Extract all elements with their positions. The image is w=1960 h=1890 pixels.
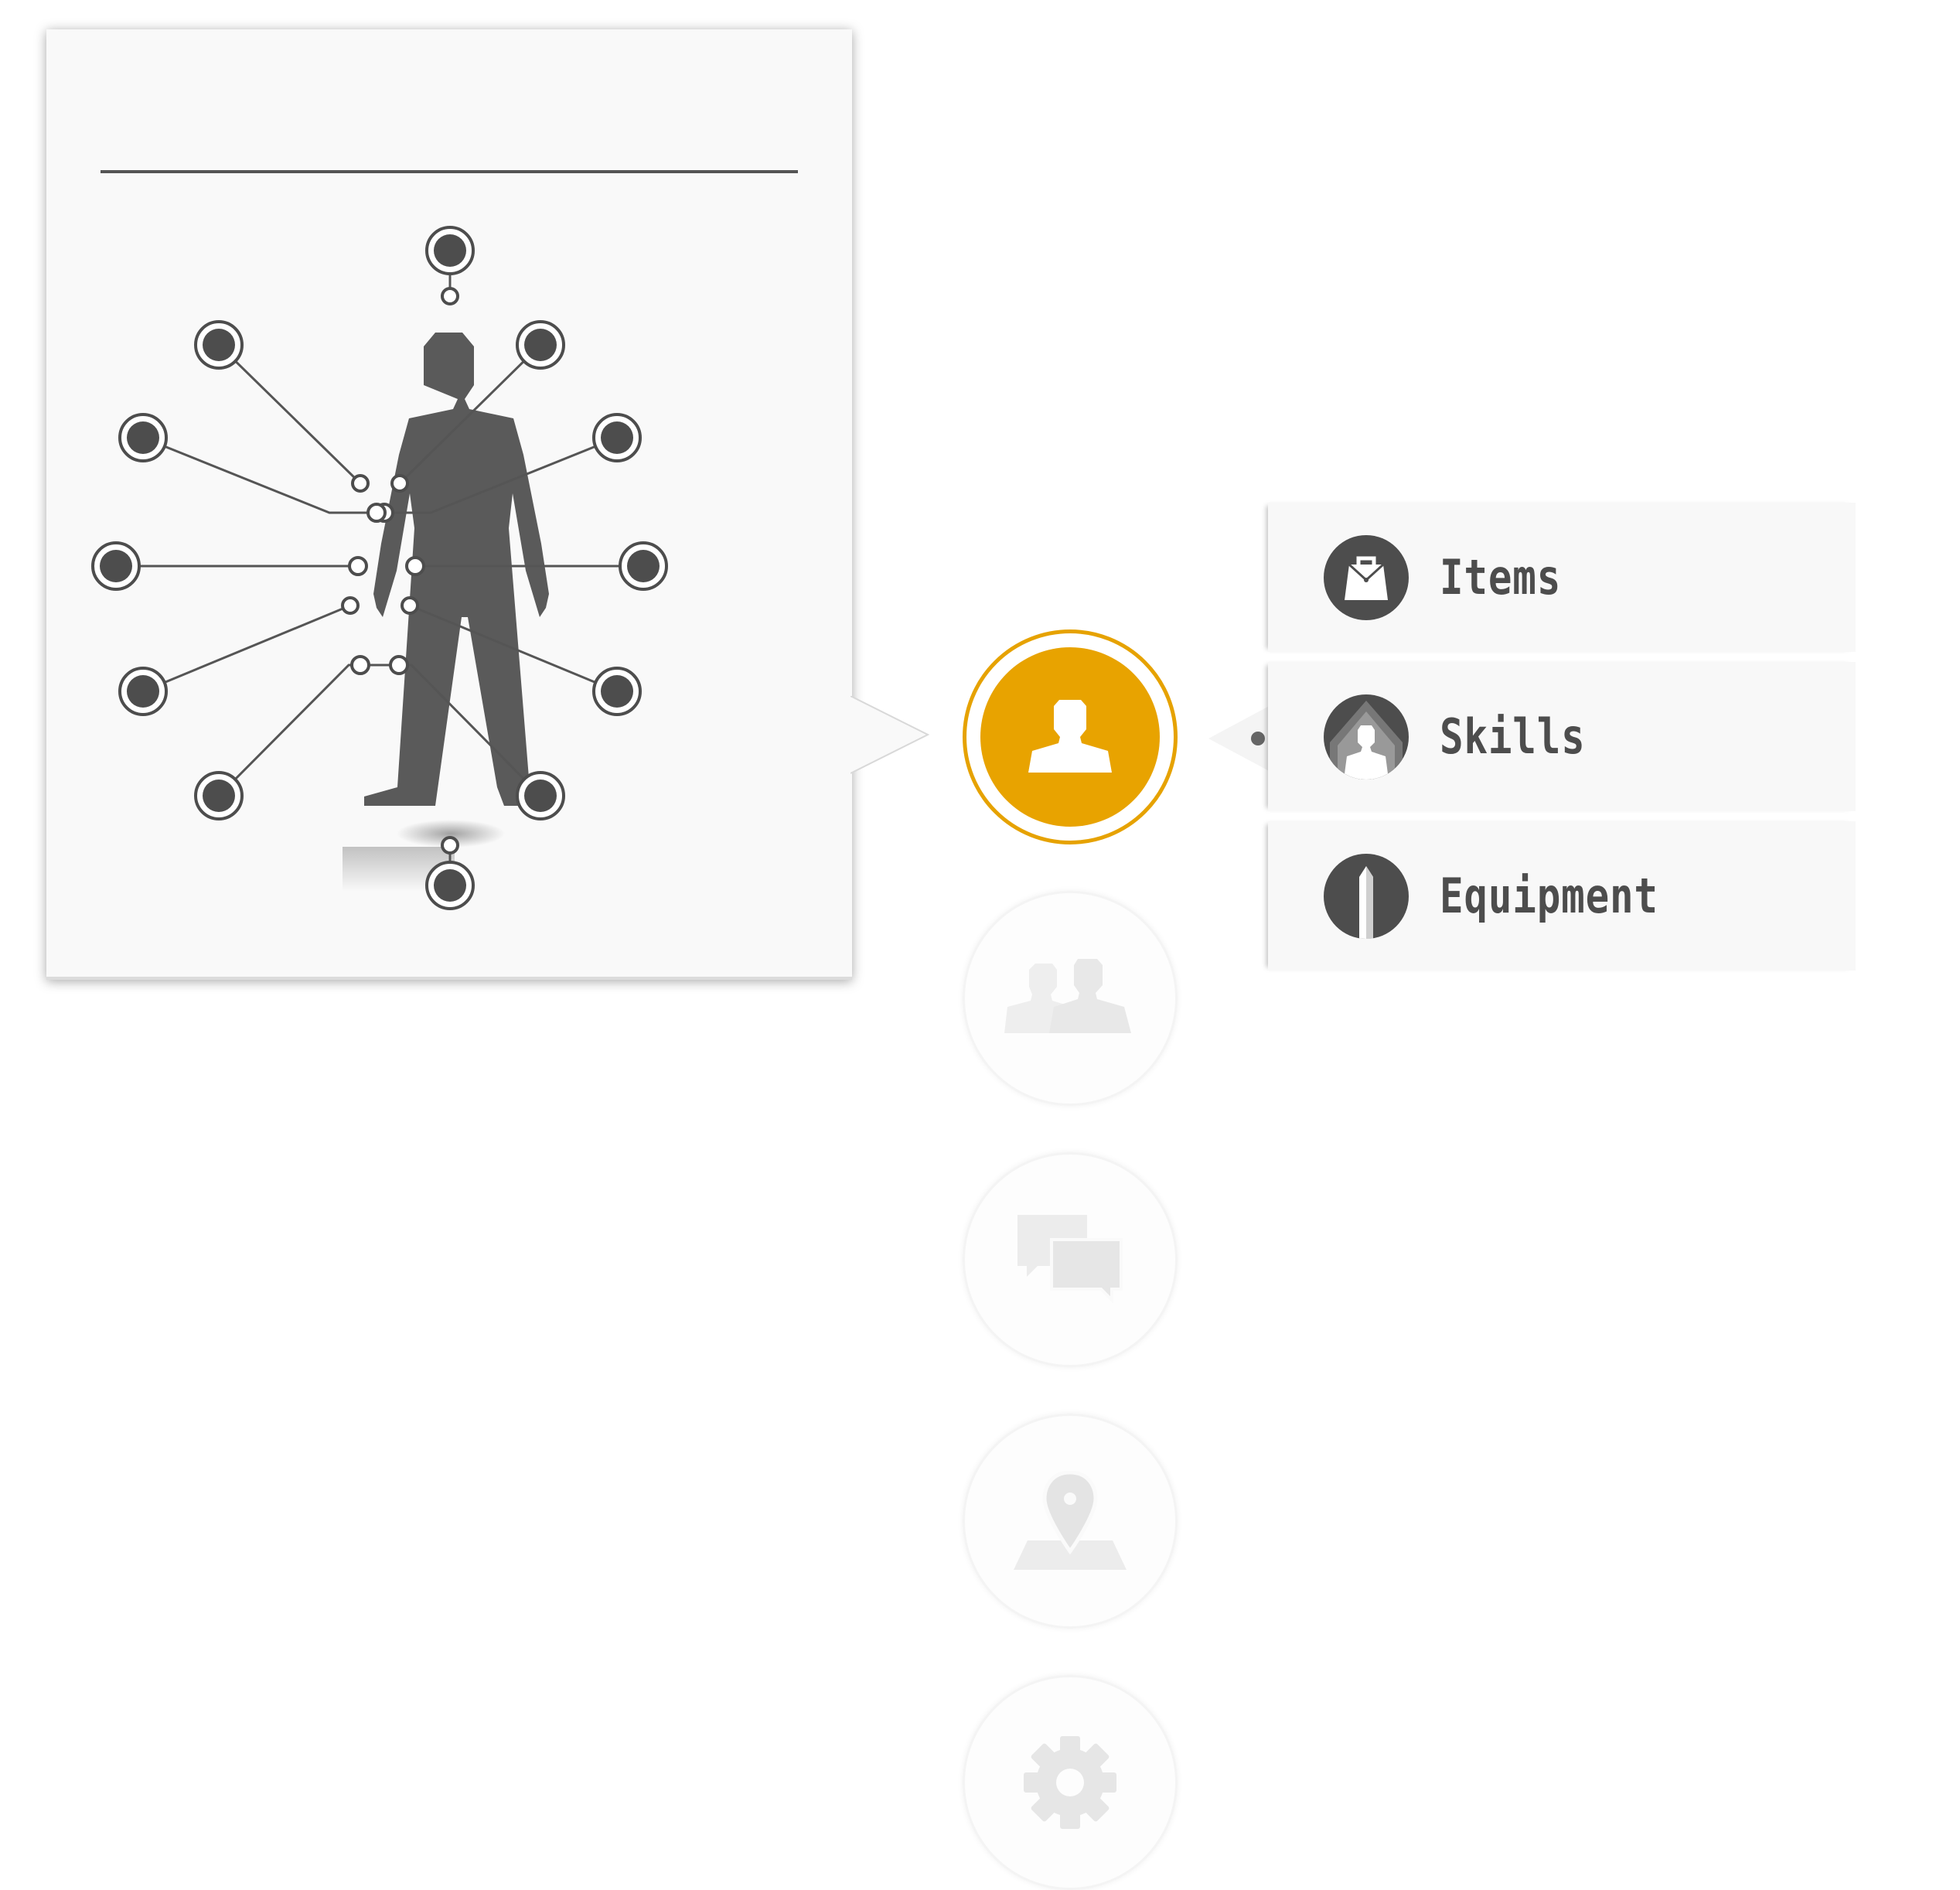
nav-character-button[interactable] bbox=[963, 629, 1178, 844]
slot-feet[interactable] bbox=[425, 861, 475, 910]
slot-head[interactable] bbox=[425, 226, 475, 275]
panel-pointer bbox=[850, 696, 930, 774]
menu-item-label: Skills bbox=[1440, 708, 1586, 765]
map-pin-icon bbox=[1014, 1471, 1127, 1570]
slot-left-shoulder[interactable] bbox=[194, 320, 244, 370]
slot-left-chest[interactable] bbox=[118, 413, 168, 462]
character-submenu: Items Skills Equipment bbox=[1268, 503, 1856, 971]
chat-icon bbox=[1017, 1215, 1123, 1304]
joint-markers bbox=[341, 287, 459, 855]
figure-reflection bbox=[343, 820, 505, 892]
slot-left-leg[interactable] bbox=[194, 771, 244, 820]
panel-divider bbox=[101, 170, 798, 173]
slot-right-chest[interactable] bbox=[592, 413, 642, 462]
bag-icon bbox=[1324, 534, 1409, 620]
gear-icon bbox=[1024, 1736, 1116, 1829]
user-icon bbox=[1028, 700, 1112, 773]
submenu-pointer bbox=[1208, 704, 1273, 773]
skill-person-icon bbox=[1324, 694, 1409, 780]
body-slot-diagram bbox=[91, 226, 668, 910]
sword-icon bbox=[1324, 853, 1409, 939]
nav-settings-button[interactable] bbox=[963, 1675, 1178, 1890]
character-panel bbox=[46, 29, 852, 980]
menu-item-equipment[interactable]: Equipment bbox=[1268, 821, 1856, 971]
slot-left-arm[interactable] bbox=[91, 541, 141, 591]
group-icon bbox=[1004, 959, 1131, 1033]
nav-chat-button[interactable] bbox=[963, 1152, 1178, 1367]
slot-right-hand[interactable] bbox=[592, 667, 642, 716]
menu-item-skills[interactable]: Skills bbox=[1268, 662, 1856, 811]
slot-left-hand[interactable] bbox=[118, 667, 168, 716]
slot-right-arm[interactable] bbox=[619, 541, 668, 591]
equipment-slots[interactable] bbox=[91, 226, 668, 910]
slot-right-leg[interactable] bbox=[516, 771, 565, 820]
person-silhouette bbox=[364, 333, 563, 806]
menu-item-label: Equipment bbox=[1440, 868, 1658, 924]
nav-party-button[interactable] bbox=[963, 891, 1178, 1106]
slot-right-shoulder[interactable] bbox=[516, 320, 565, 370]
nav-map-button[interactable] bbox=[963, 1414, 1178, 1629]
menu-item-label: Items bbox=[1440, 549, 1562, 606]
menu-item-items[interactable]: Items bbox=[1268, 503, 1856, 652]
